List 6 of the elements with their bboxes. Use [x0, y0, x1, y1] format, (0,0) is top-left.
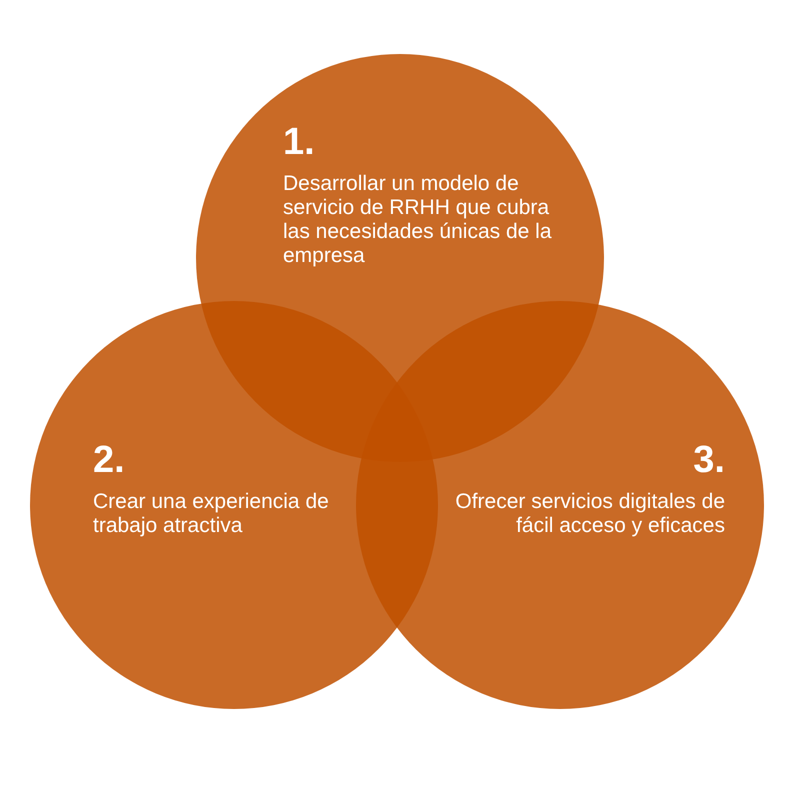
step-number: 1. [283, 120, 315, 164]
step-number: 2. [93, 438, 125, 482]
step-number: 3. [693, 438, 725, 482]
step-description: Ofrecer servicios digitales de fácil acceso y eficaces [454, 490, 725, 538]
step-description: Crear una experiencia de trabajo atractiva [93, 490, 330, 538]
step-description: Desarrollar un modelo de servicio de RRHH que cubra las necesidades únicas de la empresa [283, 172, 553, 268]
